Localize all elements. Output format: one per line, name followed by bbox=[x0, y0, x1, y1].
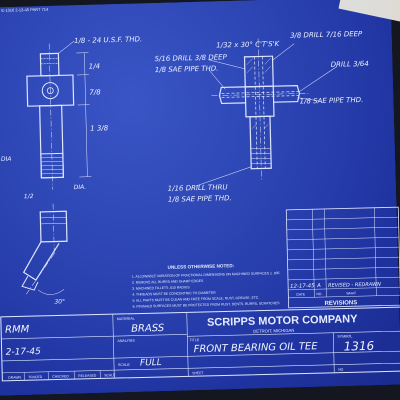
dim-left-a: 1/4 bbox=[89, 62, 100, 70]
footer-drawn: DRAWN bbox=[8, 375, 21, 379]
material-label: MATERIAL bbox=[117, 317, 135, 321]
title-label: TITLE bbox=[189, 338, 199, 342]
note-1: 1. ALLOWABLE VARIATION OF FRACTIONAL DIM… bbox=[132, 271, 280, 279]
footer-released: RELEASED bbox=[78, 374, 97, 378]
revisions-table bbox=[285, 206, 400, 309]
company-name: SCRIPPS MOTOR COMPANY bbox=[207, 313, 358, 329]
analysis-label: ANALYSIS bbox=[117, 339, 135, 343]
revision-text: REVISED - REDRAWN bbox=[328, 282, 381, 289]
footer-checked: CHECKED bbox=[52, 374, 69, 378]
drill-deep-2: 3/8 DRILL 7/16 DEEP bbox=[290, 30, 363, 40]
footer-traced: TRACED bbox=[28, 375, 43, 379]
drill-deep-1: 5/16 DRILL 3/8 DEEP bbox=[154, 53, 227, 63]
dim-left-d: 1/2 bbox=[24, 193, 34, 200]
notes-heading: UNLESS OTHERWISE NOTED: bbox=[168, 263, 235, 270]
symbol-value: 1316 bbox=[343, 339, 374, 354]
revision-date: 12-17-45 bbox=[290, 283, 315, 290]
dim-dia: DIA. bbox=[74, 184, 87, 191]
sae-pipe-3: 1/8 SAE PIPE THD. bbox=[168, 194, 232, 204]
revisions-title: REVISIONS bbox=[325, 300, 358, 307]
company-city: DETROIT, MICHIGAN bbox=[253, 328, 294, 334]
material-value: BRASS bbox=[131, 323, 165, 335]
note-3: 3. MACHINED FILLETS .015 RADIUS bbox=[132, 285, 190, 290]
center-label: 1/32 x 30° C'T'S'K bbox=[216, 40, 281, 50]
sae-pipe-1: 1/8 SAE PIPE THD. bbox=[155, 65, 219, 75]
dim-dia-small: DIA bbox=[1, 156, 12, 163]
footer-scale: SCALE bbox=[104, 373, 116, 377]
drawing-title: FRONT BEARING OIL TEE bbox=[194, 341, 319, 355]
dim-left-c: 1 3/8 bbox=[90, 124, 109, 132]
drill-thru: 1/16 DRILL THRU bbox=[168, 183, 228, 192]
left-side-view bbox=[26, 40, 92, 190]
drill-1: DRILL 3/64 bbox=[331, 60, 369, 69]
scale-value: FULL bbox=[140, 358, 162, 369]
sae-pipe-2: 1/8 SAE PIPE THD. bbox=[300, 96, 364, 106]
revision-col-no: NO. bbox=[316, 292, 322, 296]
revision-col-date: DATE bbox=[296, 292, 306, 296]
dim-left-b: 7/8 bbox=[89, 88, 101, 96]
angle-label: 30° bbox=[54, 298, 65, 305]
note-5: 5. ALL PARTS MUST BE CLEAN AND FREE FROM… bbox=[132, 296, 259, 303]
drawn-date: 2-17-45 bbox=[6, 347, 42, 358]
revision-letter: A bbox=[316, 283, 321, 289]
note-2: 2. REMOVE ALL BURRS AND SHARP EDGES bbox=[132, 279, 204, 285]
note-6: 6. FINISHED SURFACES MUST BE PROTECTED F… bbox=[133, 301, 281, 309]
note-4: 4. THREADS MUST BE CONCENTRIC TO DIAMETE… bbox=[132, 291, 216, 297]
title-block bbox=[0, 306, 400, 382]
revision-col-what: WHAT bbox=[346, 291, 356, 295]
footer-no: NO. bbox=[338, 368, 344, 372]
drawn-by: RMM bbox=[5, 324, 30, 336]
left-angled-view bbox=[21, 203, 68, 295]
top-thread-note: 1/8 - 24 U.S.F. THD. bbox=[74, 35, 142, 45]
scale-label: SCALE bbox=[118, 363, 130, 367]
symbol-label: SYMBOL bbox=[337, 334, 352, 338]
header-small-text: E-1316 2-13-45 PART 714 bbox=[1, 7, 49, 13]
center-section-view bbox=[195, 38, 337, 187]
footer-sheet: SHEET bbox=[192, 371, 203, 375]
